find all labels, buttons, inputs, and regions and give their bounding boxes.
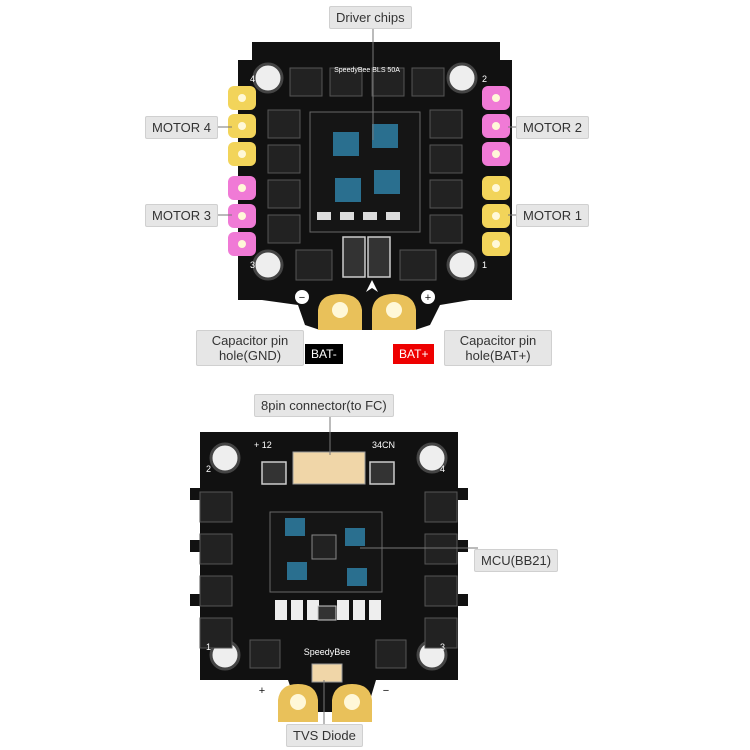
pad-number: 2 — [482, 74, 487, 84]
top-brand-text: SpeedyBee BLS 50A — [334, 67, 400, 74]
mount-hole — [446, 249, 478, 281]
label-motor2: MOTOR 2 — [516, 116, 589, 139]
mount-hole — [252, 62, 284, 94]
label-motor4: MOTOR 4 — [145, 116, 218, 139]
driver-chip — [333, 124, 400, 202]
pad-number: 1 — [482, 260, 487, 270]
label-motor1: MOTOR 1 — [516, 204, 589, 227]
label-mcu: MCU(BB21) — [474, 549, 559, 572]
label-capacitor-gnd: Capacitor pin hole(GND) — [196, 330, 304, 366]
tvs-diode — [311, 663, 343, 683]
mount-hole — [446, 62, 478, 94]
pad-number: 3 — [440, 642, 445, 652]
label-motor3: MOTOR 3 — [145, 204, 218, 227]
tag-bat-plus: BAT+ — [393, 344, 435, 364]
mcu-chip — [311, 534, 337, 560]
polarity-plus: + — [425, 292, 431, 304]
label-driver-chips: Driver chips — [329, 6, 412, 29]
bottom-esc-board — [190, 432, 468, 722]
mount-hole — [252, 249, 284, 281]
bottom-brand-text: SpeedyBee — [304, 647, 351, 657]
polarity-plus: + — [259, 685, 265, 697]
label-8pin-connector: 8pin connector(to FC) — [254, 394, 394, 417]
label-tvs-diode: TVS Diode — [286, 724, 363, 747]
polarity-minus: − — [383, 685, 389, 697]
label-capacitor-bat: Capacitor pin hole(BAT+) — [444, 330, 552, 366]
tag-bat-minus: BAT- — [305, 344, 343, 364]
silk-right: 34CN — [372, 440, 395, 450]
top-esc-board — [228, 42, 512, 330]
leader-lines — [213, 28, 520, 725]
pad-number: 4 — [440, 464, 445, 474]
pad-number: 3 — [250, 260, 255, 270]
polarity-minus: − — [299, 292, 305, 304]
connector-8pin — [292, 451, 366, 485]
pad-number: 2 — [206, 464, 211, 474]
battery-pads — [318, 294, 416, 330]
pad-number: 1 — [206, 642, 211, 652]
pad-number: 4 — [250, 74, 255, 84]
silk-left: + 12 — [254, 440, 272, 450]
